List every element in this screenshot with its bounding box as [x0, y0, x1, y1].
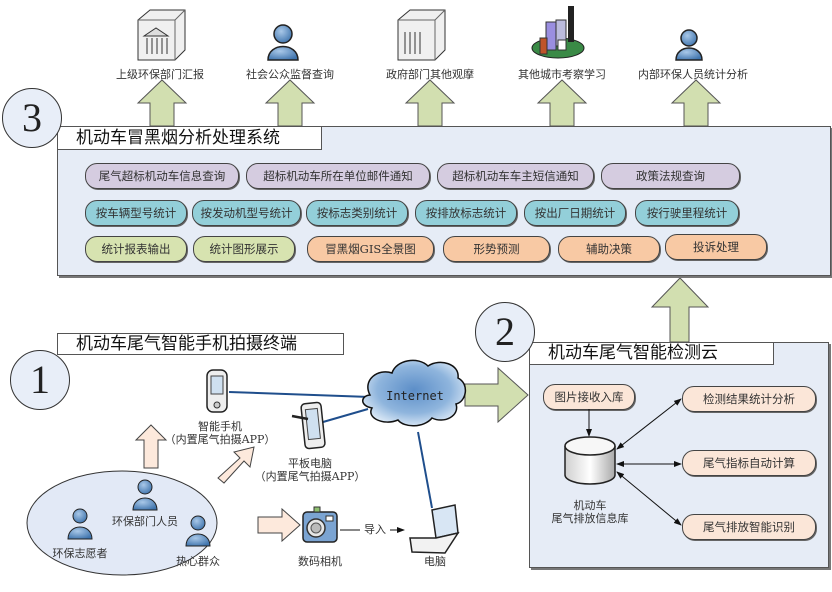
- pill-stat-by-label-category[interactable]: 按标志类别统计: [306, 200, 408, 226]
- pill-complaint-handling[interactable]: 投诉处理: [665, 234, 767, 260]
- internet-to-cloud-arrow: [464, 366, 529, 424]
- person-icon-public: [185, 515, 211, 547]
- government-building-icon-1: [137, 9, 186, 61]
- smartphone-icon: [206, 369, 228, 413]
- pill-auto-calculation[interactable]: 尾气指标自动计算: [682, 450, 816, 476]
- output-label-city-study: 其他城市考察学习: [518, 68, 606, 81]
- output-label-government-view: 政府部门其他观摩: [386, 68, 474, 81]
- person-icon-volunteer: [67, 508, 93, 540]
- up-arrow-2: [264, 79, 316, 127]
- pill-stat-by-mileage[interactable]: 按行驶里程统计: [635, 200, 739, 226]
- tablet-sublabel: （内置尾气拍摄APP）: [254, 470, 366, 483]
- detection-cloud-title: 机动车尾气智能检测云: [529, 342, 774, 365]
- up-arrow-5: [670, 79, 722, 127]
- person-label-volunteer: 环保志愿者: [52, 547, 108, 560]
- pill-image-intake[interactable]: 图片接收入库: [543, 384, 635, 410]
- internet-cloud-icon: [362, 359, 467, 427]
- up-arrow-4: [536, 79, 588, 127]
- pill-policy-query[interactable]: 政策法规查询: [601, 163, 740, 189]
- output-label-public-query: 社会公众监督查询: [246, 68, 334, 81]
- pill-stat-by-manufacture-date[interactable]: 按出厂日期统计: [524, 200, 626, 226]
- pill-gis-panorama[interactable]: 冒黑烟GIS全景图: [307, 236, 434, 262]
- pill-stat-by-engine-model[interactable]: 按发动机型号统计: [192, 200, 301, 226]
- internet-label: Internet: [386, 389, 444, 403]
- person-label-public: 热心群众: [176, 555, 220, 568]
- laptop-icon: [409, 504, 460, 554]
- smartphone-label: 智能手机: [198, 420, 242, 433]
- pill-owner-sms-notify[interactable]: 超标机动车车主短信通知: [437, 163, 594, 189]
- step-number-2: 2: [475, 302, 535, 362]
- pill-report-output[interactable]: 统计报表输出: [85, 236, 187, 262]
- people-to-tablet-arrow: [217, 446, 255, 484]
- pill-chart-display[interactable]: 统计图形展示: [193, 236, 295, 262]
- computer-label: 电脑: [424, 555, 446, 568]
- up-arrow-3: [404, 79, 456, 127]
- camera-label: 数码相机: [298, 555, 342, 568]
- up-arrow-1: [136, 79, 188, 127]
- pill-vehicle-info-query[interactable]: 尾气超标机动车信息查询: [85, 163, 239, 189]
- output-label-superior-report: 上级环保部门汇报: [116, 68, 204, 81]
- person-icon-internal-staff: [675, 29, 703, 61]
- pill-decision-support[interactable]: 辅助决策: [558, 236, 660, 262]
- people-group-ellipse: [26, 470, 218, 576]
- network-links: [228, 391, 433, 509]
- pill-trend-forecast[interactable]: 形势预测: [443, 236, 550, 262]
- smartphone-sublabel: （内置尾气拍摄APP）: [164, 433, 276, 446]
- pill-smart-recognition[interactable]: 尾气排放智能识别: [682, 514, 816, 540]
- terminal-title: 机动车尾气智能手机拍摄终端: [57, 333, 344, 355]
- city-buildings-icon: [531, 6, 585, 59]
- people-to-camera-arrow: [257, 507, 301, 543]
- person-icon-staff: [132, 479, 158, 511]
- people-to-phone-arrow: [134, 424, 168, 469]
- pill-stat-by-vehicle-model[interactable]: 按车辆型号统计: [85, 200, 187, 226]
- tablet-label: 平板电脑: [288, 457, 332, 470]
- output-label-internal-analysis: 内部环保人员统计分析: [638, 68, 748, 81]
- pill-unit-email-notify[interactable]: 超标机动车所在单位邮件通知: [246, 163, 430, 189]
- database-label: 机动车: [573, 499, 607, 512]
- camera-icon: [302, 506, 338, 543]
- import-label: 导入: [360, 521, 390, 537]
- system-analysis-title: 机动车冒黑烟分析处理系统: [57, 126, 322, 150]
- step-number-3: 3: [2, 88, 62, 148]
- person-label-staff: 环保部门人员: [112, 515, 178, 528]
- government-building-icon-2: [397, 9, 446, 61]
- pill-stat-by-emission-label[interactable]: 按排放标志统计: [415, 200, 517, 226]
- pill-result-analysis[interactable]: 检测结果统计分析: [682, 386, 816, 412]
- database-sublabel: 尾气排放信息库: [551, 512, 629, 525]
- cloud-to-system-arrow: [650, 277, 710, 343]
- person-icon-public-query: [267, 24, 299, 61]
- step-number-1: 1: [10, 350, 70, 410]
- tablet-icon: [291, 401, 326, 450]
